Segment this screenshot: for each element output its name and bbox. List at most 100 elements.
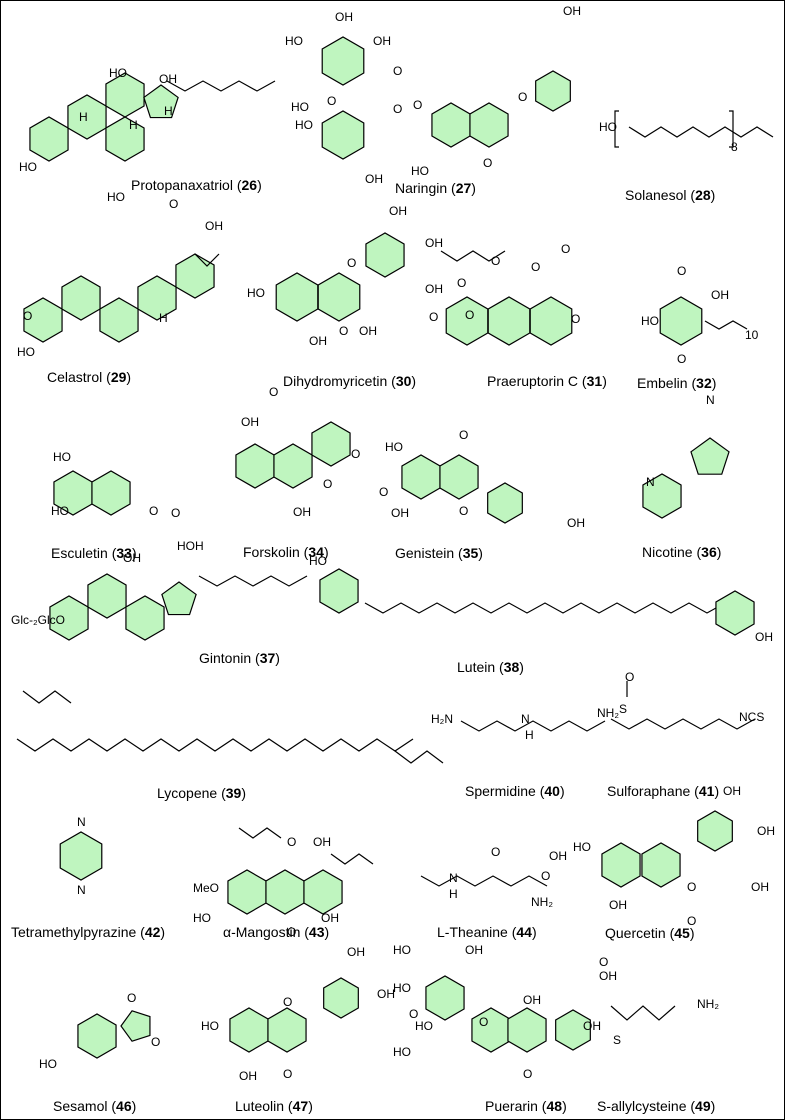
atom-label: N [706,393,715,407]
atom-label: S [619,702,627,716]
ring-shape [535,70,571,112]
atom-label: NCS [739,710,764,724]
atom-label: HO [53,450,71,464]
compound-caption: Sesamol (46) [53,1098,137,1114]
chain-bond [22,690,72,704]
atom-label: O [483,156,492,170]
compound-39: Lycopene (39) [7,663,444,801]
chain-bond [198,575,308,587]
ring-shape [235,443,275,489]
atom-label: O [393,64,402,78]
compound-name: Genistein [395,545,455,561]
atom-label: N [449,871,458,885]
repeat-bracket [614,110,734,148]
compound-name: Spermidine [465,783,536,799]
atom-label: 10 [745,328,759,342]
atom-label: O [561,242,570,256]
atom-label: HO [107,190,125,204]
compound-number: 35 [462,545,479,561]
chain-bond [704,320,748,330]
chain-bond [194,253,220,267]
chain-bond [440,250,506,262]
atom-label: OH [373,34,391,48]
ring-shape [715,590,755,636]
atom-label: OH [711,288,729,302]
compound-number: 29 [110,369,127,385]
chain-bond [394,750,444,764]
compound-caption: Praeruptorin C (31) [487,373,607,389]
ring-shape [507,1007,547,1053]
atom-label: O [677,264,686,278]
compound-name: S-allylcysteine [597,1098,687,1114]
compound-number: 46 [116,1098,132,1114]
ring-shape [321,110,365,160]
atom-label: OH [365,172,383,186]
atom-label: O [625,670,634,684]
atom-label: OH [391,506,409,520]
compound-number: 39 [225,785,242,801]
compound-name: Lycopene [157,785,218,801]
chain-bond [610,718,756,730]
atom-label: O [283,995,292,1009]
structure-42: NN [59,815,103,897]
atom-label: OH [523,993,541,1007]
compound-caption: Genistein (35) [395,545,483,561]
ring-shape [487,296,531,346]
ring-shape [401,454,441,500]
compound-number: 48 [546,1098,563,1114]
compound-name: Tetramethylpyrazine [11,924,137,940]
atom-label: N [77,815,86,829]
atom-label: S [613,1033,621,1047]
atom-label: O [687,914,696,928]
compound-name: L-Theanine [437,924,508,940]
atom-label: OH [239,1069,257,1083]
ring-shape [311,421,351,467]
atom-label: HO [39,1057,57,1071]
compound-number: 34 [308,544,324,560]
atom-label: OH [751,880,769,894]
compound-caption: Puerarin (48) [485,1098,567,1114]
compound-name: Lutein [457,659,496,675]
atom-label: OH [123,551,141,565]
ring-shape [365,232,405,278]
compound-caption: L-Theanine (44) [437,924,537,940]
atom-label: OH [465,943,483,957]
ring-shape [641,842,681,888]
compound-name: α-Mangostin [223,924,301,940]
compound-number: 32 [696,375,712,391]
compound-caption: Embelin (32) [637,375,717,391]
compound-caption: Lutein (38) [457,659,524,675]
ring-shape [471,1007,511,1053]
ring-shape [317,272,361,322]
atom-label: O [479,1015,488,1029]
atom-label: H [129,118,138,132]
atom-label: OH [583,1019,601,1033]
compound-caption: α-Mangostin (43) [223,924,330,940]
compound-41: O S NCS Sulforaphane (41) [591,670,781,801]
atom-label: O [465,308,474,322]
ring-shape [87,573,127,619]
ring-shape [137,275,177,321]
atom-label: H [195,539,204,553]
compound-number: 42 [144,924,161,940]
ring-shape [227,869,267,915]
chain-bond [330,853,374,865]
compound-name: Protopanaxatriol [131,177,233,193]
atom-label: O [541,869,550,883]
compound-caption: Sulforaphane (41) [607,783,720,799]
ring-shape [529,296,573,346]
compound-number: 33 [116,545,132,561]
compound-number: 28 [695,187,711,203]
ring-shape [229,1007,269,1053]
compound-name: Dihydromyricetin [283,373,388,389]
